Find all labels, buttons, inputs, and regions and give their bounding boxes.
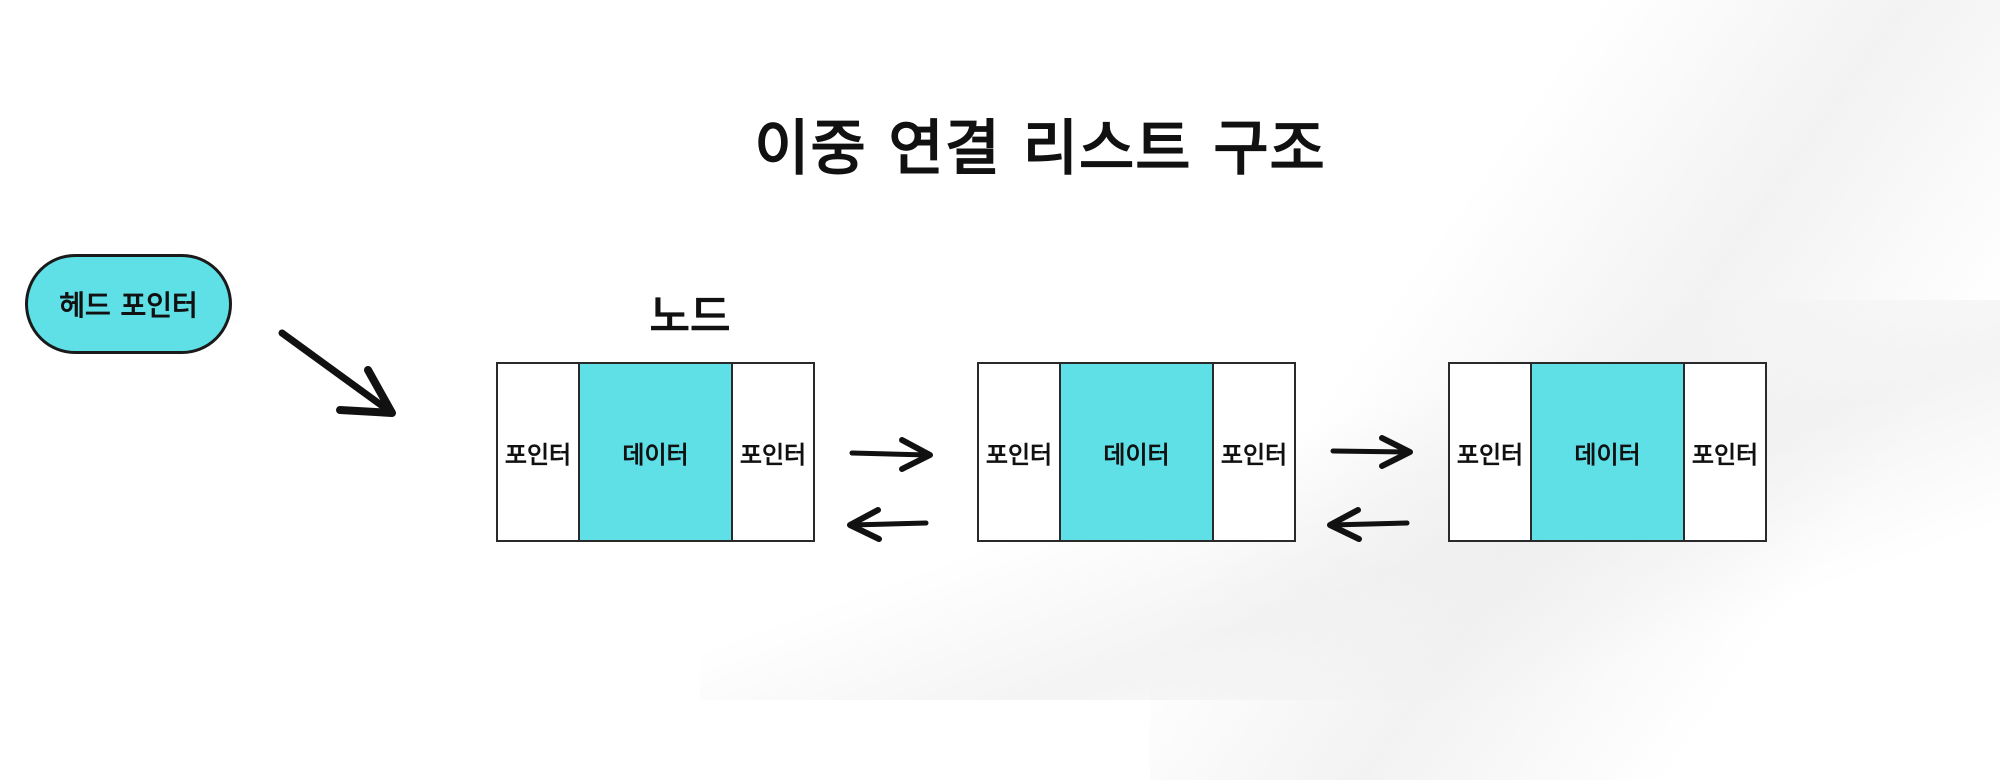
node-label: 노드 (649, 291, 731, 342)
head-pointer: 헤드 포인터 (25, 254, 232, 354)
prev-pointer-cell: 포인터 (977, 362, 1061, 542)
head-pointer-arrow (278, 329, 396, 417)
data-cell: 데이터 (1530, 362, 1685, 542)
node-3: 포인터 데이터 포인터 (1448, 362, 1767, 542)
node-2: 포인터 데이터 포인터 (977, 362, 1296, 542)
head-pointer-label: 헤드 포인터 (59, 289, 198, 322)
next-pointer-cell: 포인터 (731, 362, 815, 542)
next-pointer-cell: 포인터 (1212, 362, 1296, 542)
next-arrow-2 (1330, 435, 1413, 469)
next-pointer-cell: 포인터 (1683, 362, 1767, 542)
background-streak (700, 300, 2000, 700)
prev-pointer-cell: 포인터 (496, 362, 580, 542)
prev-arrow-1 (847, 507, 929, 542)
diagram-title: 이중 연결 리스트 구조 (754, 114, 1326, 184)
node-1: 포인터 데이터 포인터 (496, 362, 815, 542)
prev-pointer-cell: 포인터 (1448, 362, 1532, 542)
connector-arrows (278, 329, 1413, 542)
data-cell: 데이터 (1059, 362, 1214, 542)
data-cell: 데이터 (578, 362, 733, 542)
prev-arrow-2 (1327, 507, 1410, 542)
next-arrow-1 (849, 437, 933, 472)
